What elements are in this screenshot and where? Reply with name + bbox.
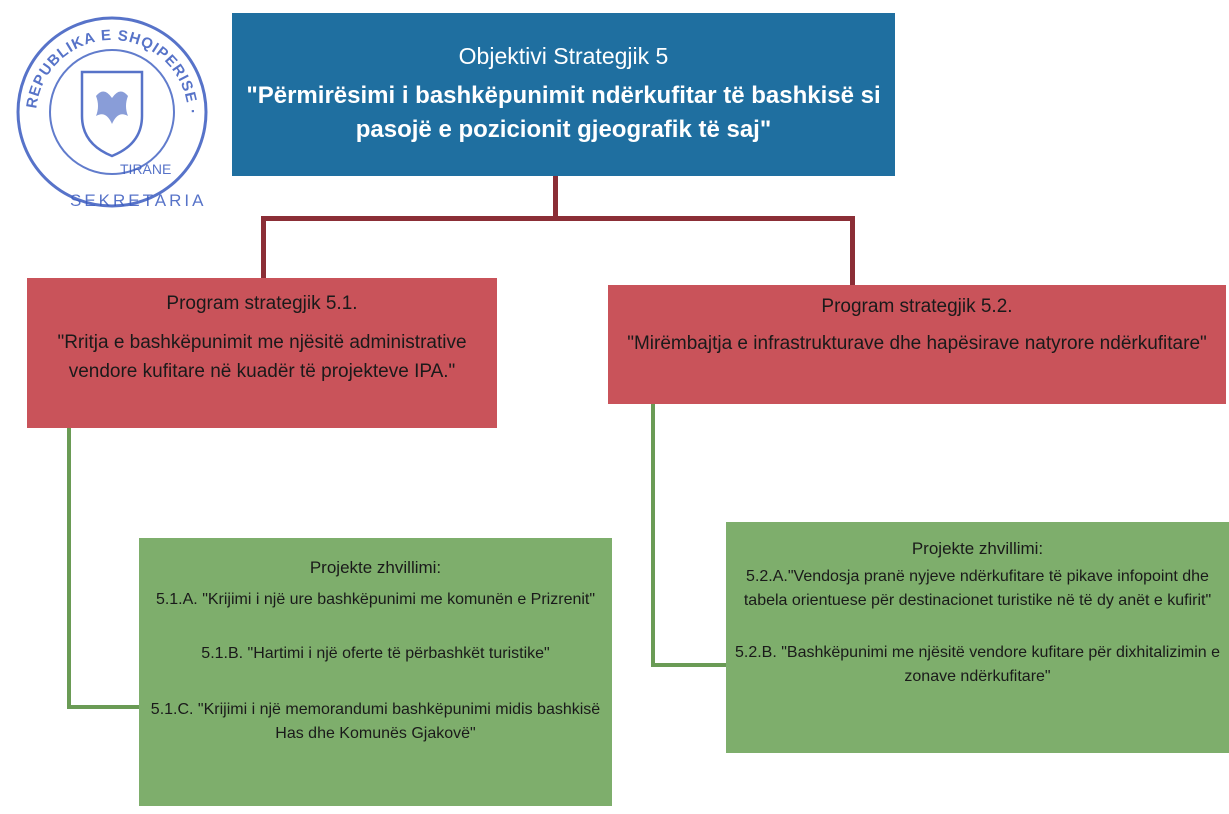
connector-program-2-down	[651, 404, 655, 667]
development-projects-5-2-box: Projekte zhvillimi: 5.2.A."Vendosja pran…	[726, 522, 1229, 753]
projects-heading: Projekte zhvillimi:	[309, 558, 442, 577]
program-title: Program strategjik 5.2.	[821, 296, 1013, 317]
stamp-shield-icon	[80, 70, 144, 158]
development-projects-5-1-box: Projekte zhvillimi: 5.1.A. "Krijimi i nj…	[139, 538, 612, 806]
connector-program-1-down	[67, 428, 71, 709]
connector-objective-horizontal	[261, 216, 855, 221]
project-item-5-1-a: 5.1.A. "Krijimi i një ure bashkëpunimi m…	[155, 591, 596, 608]
project-item-5-1-b: 5.1.B. "Hartimi i një oferte të përbashk…	[201, 645, 550, 662]
program-description: "Mirëmbajtja e infrastrukturave dhe hapë…	[627, 333, 1207, 354]
connector-to-program-2	[850, 216, 855, 286]
project-item-5-1-c: 5.1.C. "Krijimi i një memorandumi bashkë…	[150, 701, 601, 742]
stamp-bottom-text: SEKRETARIA	[70, 191, 206, 210]
strategic-program-5-2-box: Program strategjik 5.2. "Mirëmbajtja e i…	[608, 285, 1226, 404]
project-item-5-2-a: 5.2.A."Vendosja pranë nyjeve ndërkufitar…	[743, 568, 1212, 609]
connector-to-program-1	[261, 216, 266, 279]
objective-description: "Përmirësimi i bashkëpunimit ndërkufitar…	[246, 82, 881, 143]
strategic-objective-box: Objektivi Strategjik 5 "Përmirësimi i ba…	[232, 13, 895, 176]
official-stamp: REPUBLIKA E SHQIPERISE · AGJENCIA E ZHVI…	[8, 6, 208, 210]
stamp-inner-ring	[49, 49, 175, 175]
connector-objective-vertical	[553, 176, 558, 220]
project-item-5-2-b: 5.2.B. "Bashkëpunimi me njësitë vendore …	[734, 644, 1221, 685]
objective-title: Objektivi Strategjik 5	[458, 43, 669, 69]
connector-program-1-across	[67, 705, 140, 709]
program-description: "Rritja e bashkëpunimit me njësitë admin…	[57, 332, 467, 382]
strategic-program-5-1-box: Program strategjik 5.1. "Rritja e bashkë…	[27, 278, 497, 428]
stamp-outer-ring	[16, 16, 208, 208]
connector-program-2-across	[651, 663, 727, 667]
program-title: Program strategjik 5.1.	[166, 293, 358, 314]
stamp-city-text: TIRANE	[120, 161, 171, 177]
projects-heading: Projekte zhvillimi:	[911, 539, 1044, 558]
